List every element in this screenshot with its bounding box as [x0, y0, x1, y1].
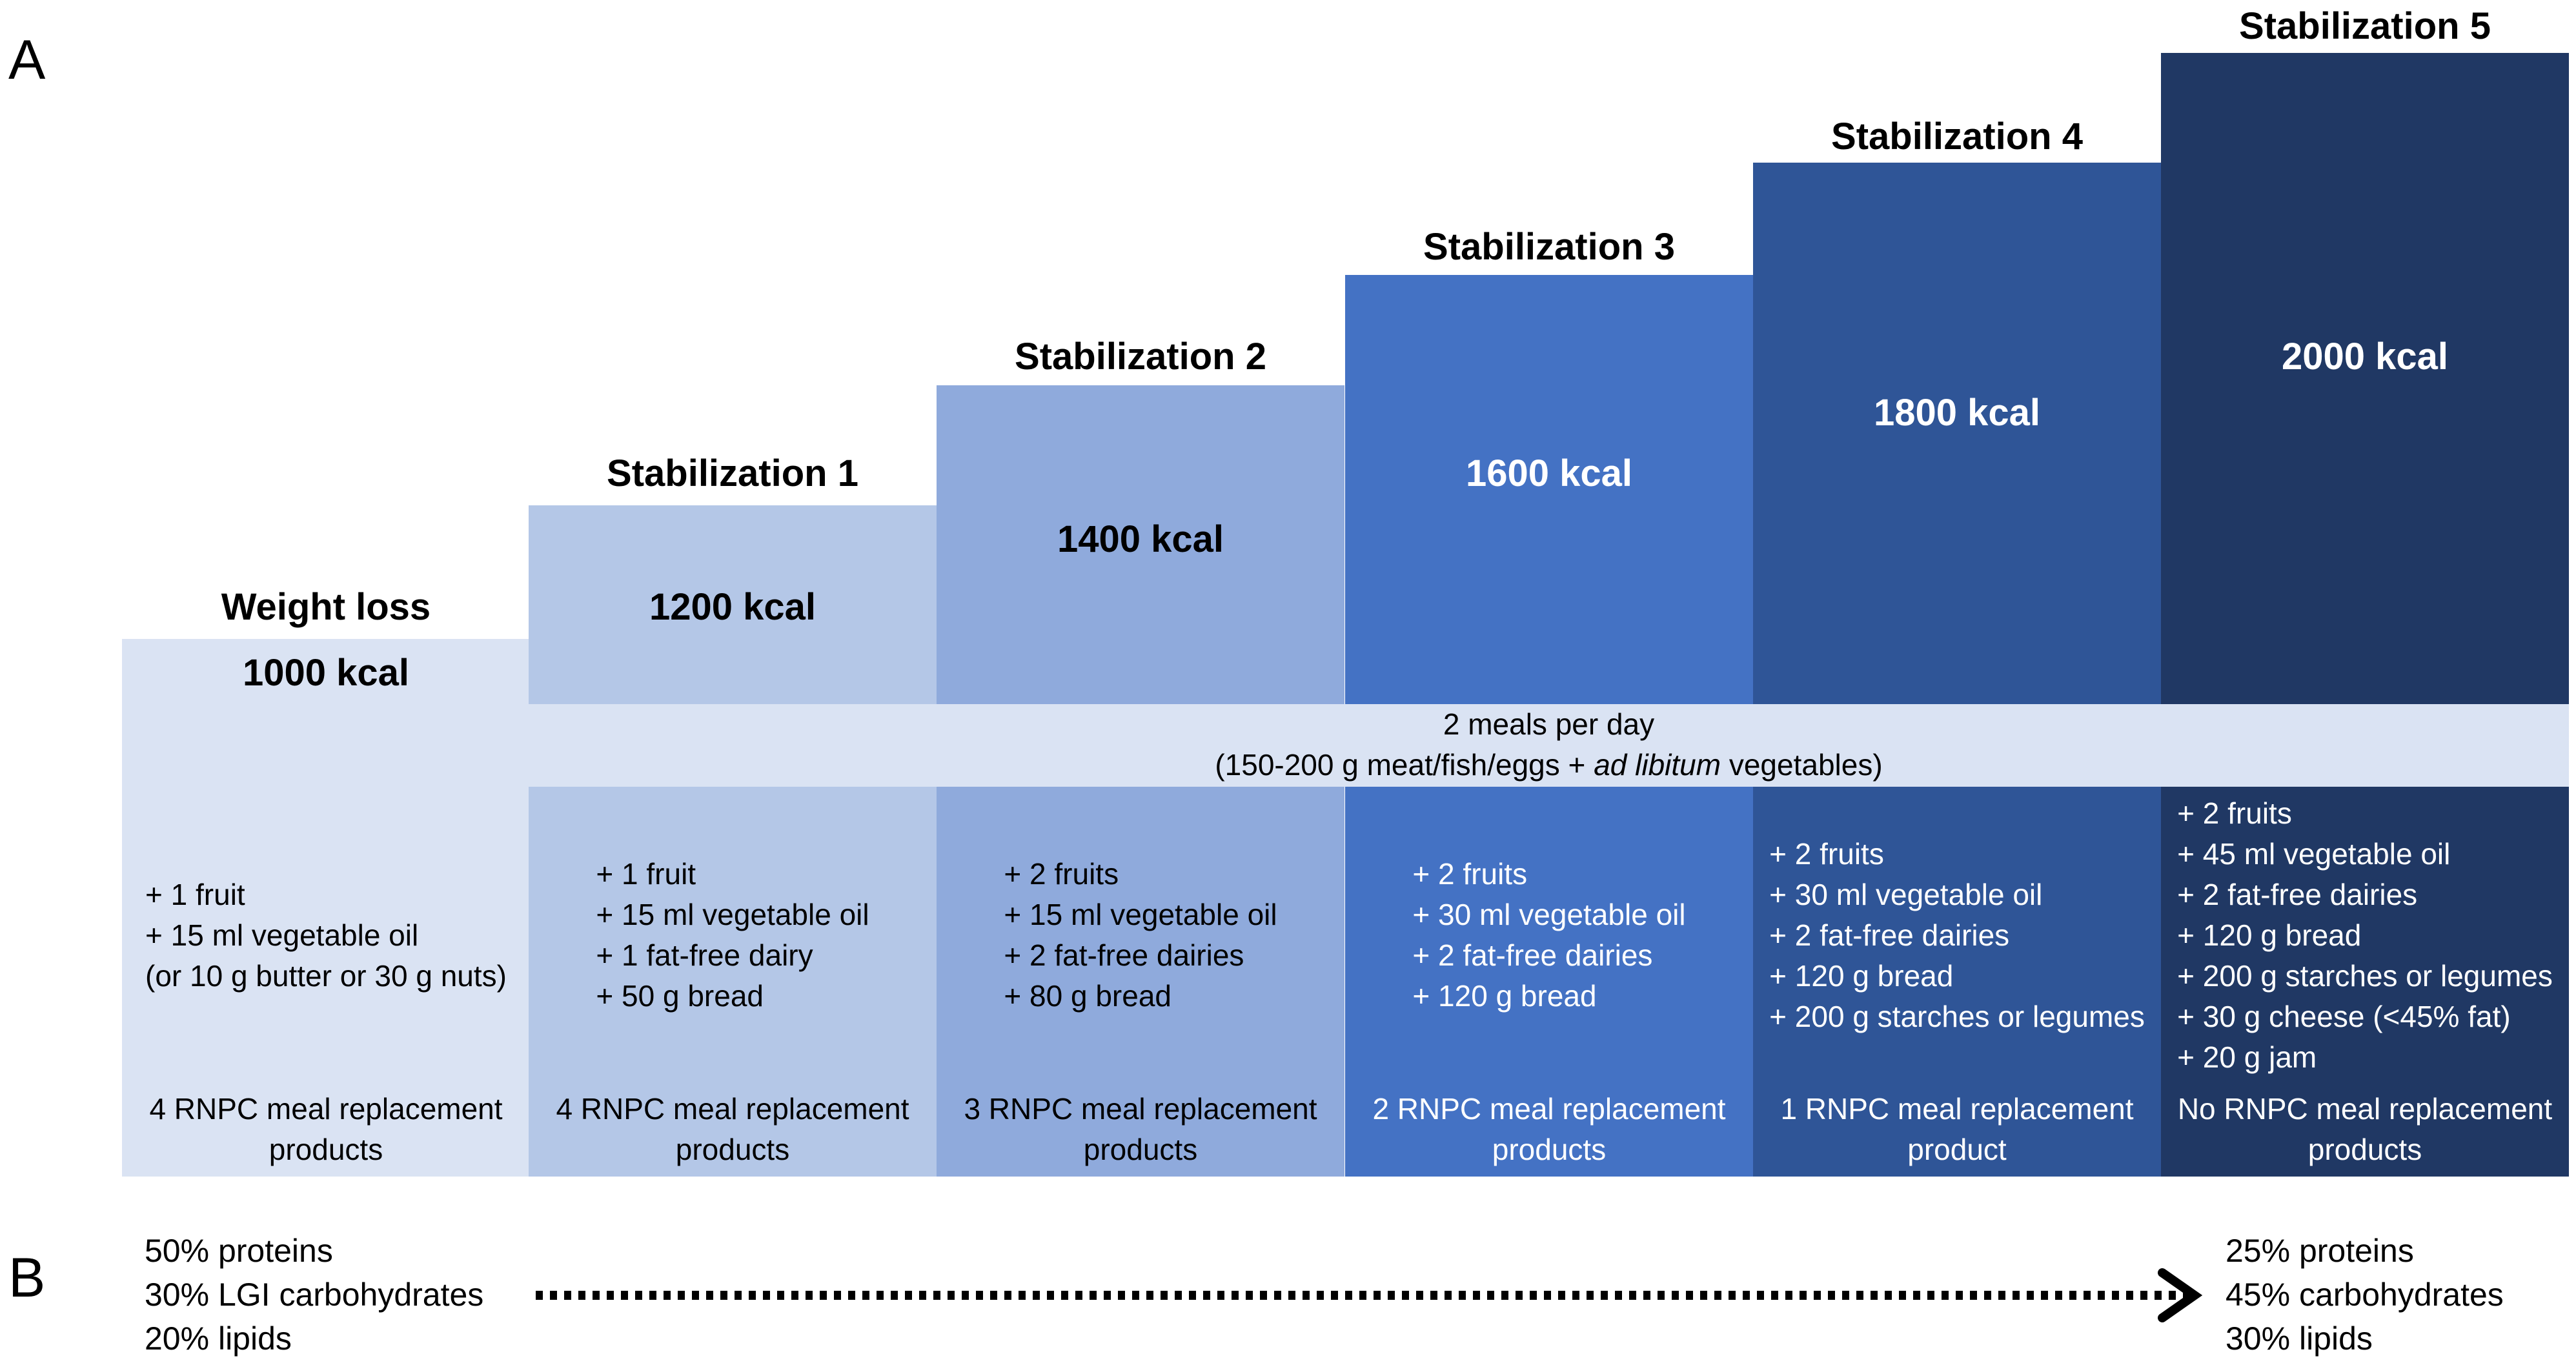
phase-title: Stabilization 3 [1423, 226, 1675, 268]
food-item: + 1 fat-free dairy [596, 938, 813, 972]
food-additions: + 2 fruits + 30 ml vegetable oil + 2 fat-f… [1753, 787, 2161, 1084]
food-item: + 2 fat-free dairies [1412, 938, 1653, 972]
phase-column [2161, 53, 2569, 1177]
macro-line: 25% proteins [2226, 1233, 2414, 1269]
meals-line-1: 2 meals per day [1443, 707, 1655, 741]
meals-line-2: (150-200 g meat/fish/eggs + ad libitum v… [529, 745, 2569, 785]
macro-line: 45% carbohydrates [2226, 1277, 2504, 1313]
phase-column [529, 505, 937, 1177]
phase-kcal: 1000 kcal [242, 652, 410, 694]
food-item: + 2 fruits [1769, 836, 1884, 871]
food-item: + 2 fruits [1412, 857, 1528, 891]
food-item: + 120 g bread [1412, 979, 1597, 1013]
dotted-arrow-icon [536, 1268, 2203, 1322]
phase-kcal: 1800 kcal [1873, 392, 2041, 434]
food-item: + 15 ml vegetable oil [1004, 898, 1277, 931]
macros-start: 50% proteins 30% LGI carbohydrates 20% l… [145, 1229, 483, 1360]
meals-per-day-band: 2 meals per day (150-200 g meat/fish/egg… [529, 704, 2569, 787]
macro-line: 50% proteins [145, 1233, 333, 1269]
meal-replacement-count: No RNPC meal replacement products [2177, 1092, 2553, 1166]
food-item: + 2 fat-free dairies [1769, 918, 2010, 952]
food-item: (or 10 g butter or 30 g nuts) [145, 958, 507, 993]
food-additions: + 1 fruit + 15 ml vegetable oil + 1 fat-fr… [529, 787, 937, 1084]
food-item: + 1 fruit [145, 877, 245, 911]
food-additions: + 2 fruits + 30 ml vegetable oil + 2 fat-f… [1345, 787, 1753, 1084]
meal-replacement-count: 2 RNPC meal replacement products [1372, 1092, 1726, 1166]
phase-kcal: 2000 kcal [2281, 336, 2449, 378]
phase-kcal: 1600 kcal [1465, 452, 1633, 494]
macro-line: 30% lipids [2226, 1320, 2373, 1357]
food-item: + 50 g bread [596, 979, 764, 1013]
food-item: + 2 fat-free dairies [2177, 877, 2418, 911]
food-item: + 200 g starches or legumes [1769, 999, 2145, 1033]
phase-title: Weight loss [221, 586, 431, 628]
phase-title: Stabilization 5 [2239, 5, 2491, 47]
phase-title: Stabilization 1 [607, 452, 858, 494]
phase-title: Stabilization 4 [1831, 116, 2083, 157]
phase-column [122, 639, 530, 1177]
meals-italic-text: ad libitum [1594, 748, 1721, 782]
panel-label-b: B [8, 1247, 46, 1309]
meals-text: (150-200 g meat/fish/eggs + [1215, 748, 1594, 782]
food-item: + 30 g cheese (<45% fat) [2177, 999, 2511, 1033]
phase-column [1753, 163, 2161, 1177]
panel-label-a: A [8, 29, 46, 91]
food-item: + 45 ml vegetable oil [2177, 836, 2451, 871]
meal-replacement-count: 1 RNPC meal replacement product [1780, 1092, 2134, 1166]
food-item: + 30 ml vegetable oil [1769, 877, 2043, 911]
phase-title: Stabilization 2 [1015, 336, 1266, 378]
meal-replacement-count: 4 RNPC meal replacement products [556, 1092, 909, 1166]
phase-kcal: 1400 kcal [1057, 518, 1224, 560]
macro-line: 30% LGI carbohydrates [145, 1277, 484, 1313]
food-item: + 20 g jam [2177, 1040, 2317, 1074]
macros-end: 25% proteins 45% carbohydrates 30% lipid… [2226, 1229, 2504, 1360]
food-item: + 80 g bread [1004, 979, 1171, 1013]
food-item: + 1 fruit [596, 857, 696, 891]
food-additions: + 2 fruits + 45 ml vegetable oil + 2 fat-f… [2161, 787, 2569, 1084]
food-item: + 200 g starches or legumes [2177, 958, 2553, 993]
meal-replacement-count: 3 RNPC meal replacement products [964, 1092, 1317, 1166]
macro-line: 20% lipids [145, 1320, 292, 1357]
food-item: + 120 g bread [1769, 958, 1954, 993]
food-item: + 15 ml vegetable oil [596, 898, 869, 931]
food-item: + 2 fat-free dairies [1004, 938, 1244, 972]
phase-kcal: 1200 kcal [649, 586, 816, 628]
food-item: + 30 ml vegetable oil [1412, 898, 1686, 931]
meal-replacement-count: 4 RNPC meal replacement products [149, 1092, 503, 1166]
food-item: + 15 ml vegetable oil [145, 918, 419, 952]
food-additions: + 2 fruits + 15 ml vegetable oil + 2 fat-f… [937, 787, 1344, 1084]
food-item: + 2 fruits [1004, 857, 1119, 891]
food-additions: + 1 fruit + 15 ml vegetable oil (or 10 g b… [122, 787, 530, 1084]
food-item: + 2 fruits [2177, 796, 2292, 830]
food-item: + 120 g bread [2177, 918, 2362, 952]
meals-text-end: vegetables) [1721, 748, 1883, 782]
